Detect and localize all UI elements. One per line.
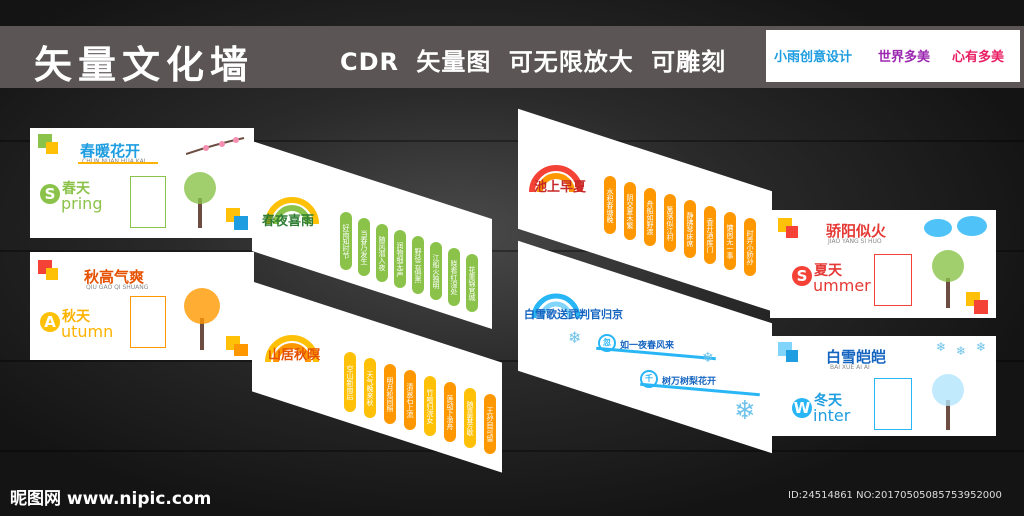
poem-line: 舟船如野渡 — [644, 188, 656, 246]
mountain-autumn-title: 山居秋暝 — [268, 348, 321, 363]
snowflake-icon: ❄ — [702, 350, 714, 366]
deco-square — [786, 226, 798, 238]
deco-square — [234, 344, 248, 356]
autumn-pinyin: QIU GAO QI SHUANG — [86, 284, 149, 291]
deco-square — [786, 350, 798, 362]
snowflake-icon: ❄ — [936, 340, 947, 354]
rainbow-icon — [531, 293, 581, 319]
season-en: utumn — [61, 322, 114, 341]
season-en: pring — [61, 194, 103, 213]
page-title: 矢量文化墙 — [34, 43, 255, 87]
season-cn: 冬天 — [814, 393, 842, 409]
snowflake-icon: ❄ — [976, 340, 987, 354]
divider — [78, 162, 158, 164]
plank-line — [0, 250, 1024, 252]
poem-line: 当春乃发生 — [358, 218, 370, 276]
season-cn: 夏天 — [814, 263, 842, 279]
season-letter: S — [792, 266, 812, 286]
season-letter: S — [40, 184, 60, 204]
tree-icon — [184, 172, 216, 228]
poem-line: 野径云俱黑 — [412, 236, 424, 294]
spring-pinyin: CHUN NUAN HUA KAI — [82, 158, 146, 165]
snowflake-icon: ❄ — [568, 328, 582, 347]
poem-line: 篱落似江村 — [664, 194, 676, 252]
plank-line — [0, 360, 1024, 362]
poem-line: 随意春芳歇 — [464, 388, 476, 448]
rainbow-icon — [265, 197, 319, 225]
snowflake-icon: ❄ — [734, 396, 756, 426]
poem-line: 空山新雨后 — [344, 352, 356, 412]
slogan-2: 世界多美 — [878, 50, 931, 65]
snow-farewell-title: 白雪歌送武判官归京 — [524, 308, 623, 321]
deco-square — [234, 216, 248, 230]
tree-icon — [932, 250, 964, 308]
snowflake-icon: ❄ — [956, 344, 967, 358]
slogan-box: 小雨创意设计 世界多美 心有多美 — [766, 30, 1020, 82]
slogan-3: 心有多美 — [952, 50, 1005, 65]
poem-line: 慵闲无一事 — [724, 212, 736, 270]
poem-line: 王孙自可留 — [484, 394, 496, 454]
text-box — [130, 296, 166, 348]
poem-line: 竹喧归浣女 — [424, 376, 436, 436]
poem-line: 水积春塘晚 — [604, 176, 616, 234]
plank-line — [0, 450, 1024, 452]
season-en: inter — [813, 406, 851, 425]
plank-line — [0, 140, 1024, 142]
tree-icon — [932, 374, 964, 430]
season-en: ummer — [813, 276, 871, 295]
pond-summer-title: 池上早夏 — [534, 180, 587, 195]
summer-title: 骄阳似火 — [826, 222, 887, 240]
poem-line: 江船火独明 — [430, 242, 442, 300]
deco-square — [46, 142, 58, 154]
watermark-logo: 昵图网 www.nipic.com — [10, 489, 212, 509]
poem-line: 好雨知时节 — [340, 212, 352, 270]
poem-line: 时弄小娇孙 — [744, 218, 756, 276]
poem-line: 花重锦官城 — [466, 254, 478, 312]
poem-line: 树万树梨花开 — [662, 377, 717, 387]
text-box — [130, 176, 166, 228]
branch-icon — [186, 137, 245, 155]
poem-line: 如一夜春风来 — [620, 341, 675, 351]
deco-square — [46, 268, 58, 280]
poem-mark: 千 — [640, 370, 658, 388]
poem-line: 明月松间照 — [384, 364, 396, 424]
season-cn: 春天 — [62, 181, 90, 197]
poem-line: 清泉石上流 — [404, 370, 416, 430]
spring-panel: 春暖花开 CHUN NUAN HUA KAI S 春天 pring — [30, 128, 254, 238]
winter-title: 白雪皑皑 — [826, 348, 887, 366]
poem-line: 晓看红湿处 — [448, 248, 460, 306]
poem-mark: 忽 — [598, 334, 616, 352]
spring-title: 春暖花开 — [80, 142, 141, 160]
summer-pinyin: JIAO YANG SI HUO — [828, 238, 882, 245]
rainbow-icon — [265, 335, 319, 363]
deco-square — [974, 300, 988, 314]
cloud-icon — [924, 216, 987, 237]
image-id: ID:24514861 NO:20170505085753952000 — [788, 490, 1002, 501]
poem-line: 莲动下渔舟 — [444, 382, 456, 442]
poem-line: 香开酒库门 — [704, 206, 716, 264]
poem-line: 随风潜入夜 — [376, 224, 388, 282]
season-letter: A — [40, 312, 60, 332]
season-letter: W — [792, 398, 812, 418]
slogan-1: 小雨创意设计 — [774, 50, 853, 65]
autumn-panel: 秋高气爽 QIU GAO QI SHUANG A 秋天 utumn — [30, 252, 254, 360]
poem-line: 阴交夏木繁 — [624, 182, 636, 240]
rainbow-icon — [529, 165, 583, 193]
spring-night-title: 春夜喜雨 — [262, 214, 315, 229]
text-box — [874, 378, 912, 430]
season-cn: 秋天 — [62, 309, 90, 325]
winter-panel: 白雪皑皑 BAI XUE AI AI W 冬天 inter ❄ ❄ ❄ — [770, 336, 996, 436]
tree-icon — [184, 288, 220, 350]
poem-line: 静拂琴床席 — [684, 200, 696, 258]
text-box — [874, 254, 912, 306]
summer-panel: 骄阳似火 JIAO YANG SI HUO S 夏天 ummer — [770, 210, 996, 318]
winter-pinyin: BAI XUE AI AI — [830, 364, 870, 371]
poem-line: 天气晚来秋 — [364, 358, 376, 418]
poem-line: 润物细无声 — [394, 230, 406, 288]
page-subtitle: CDR 矢量图 可无限放大 可雕刻 — [340, 48, 727, 76]
autumn-title: 秋高气爽 — [84, 268, 145, 286]
